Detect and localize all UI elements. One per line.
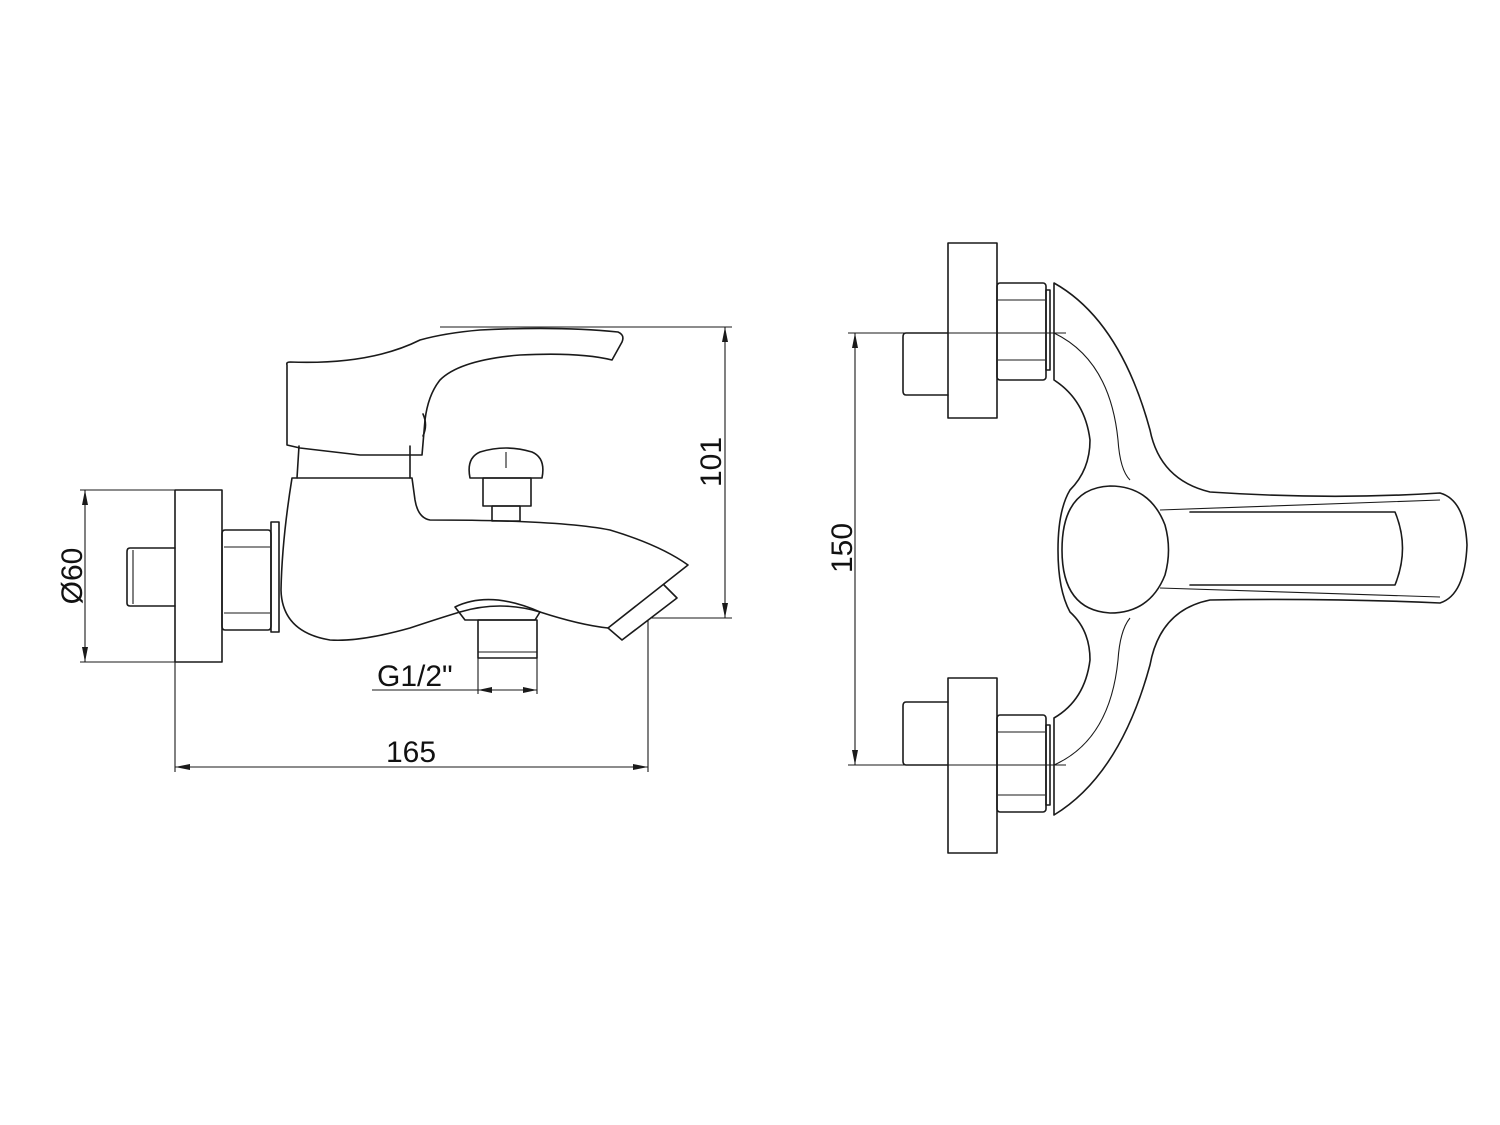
top-body-inner-arc-upper [1053,332,1131,481]
dimension-label-flange-diameter: Ø60 [56,548,89,605]
top-handle-teardrop [1061,485,1170,614]
side-wall-flange [174,489,223,663]
side-outlet [454,598,541,659]
dimension-inlet-spacing: 150 [826,332,1066,766]
side-mount-plate [270,521,280,633]
top-lever-slot [1189,511,1404,586]
top-upper-inlet [902,242,1051,419]
top-lever-edges [1159,499,1441,598]
dimension-label-inlet-spacing: 150 [826,523,859,573]
side-handle-screw [422,413,427,437]
top-body-inner-arc-lower [1053,617,1131,766]
side-view: Ø60 101 G1/2" 165 [56,326,732,772]
dimension-height: 101 [440,326,732,619]
side-hex-nut [221,529,272,631]
top-body-outline [1053,282,1468,816]
side-neck [296,445,411,479]
side-spout-cap [607,584,678,641]
dimension-label-height: 101 [695,437,728,487]
dimension-outlet-thread: G1/2" [372,658,538,694]
side-handle [286,327,624,456]
top-view: 150 [826,242,1468,854]
dimension-projection: 165 [174,620,649,772]
dimension-flange-diameter: Ø60 [56,489,222,663]
side-diverter-knob [468,447,544,522]
side-body [280,477,689,642]
side-inlet-pipe [126,547,176,607]
dimension-label-outlet-thread: G1/2" [377,660,453,693]
dimension-label-projection: 165 [386,736,436,769]
